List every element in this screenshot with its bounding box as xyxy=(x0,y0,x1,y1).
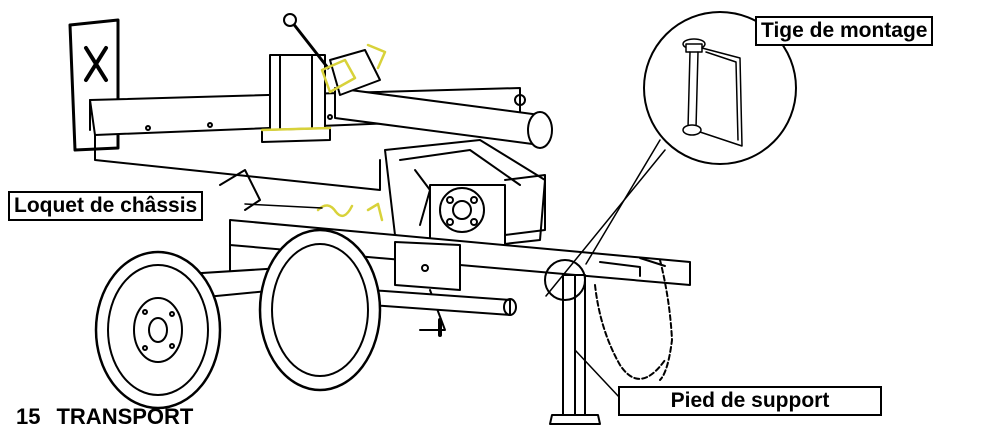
mounting-rod-pin-icon xyxy=(682,38,743,147)
hydraulic-cylinder xyxy=(334,87,553,149)
front-wheel xyxy=(94,250,222,410)
wheel-icon xyxy=(258,228,382,392)
callout-mounting-rod: Tige de montage xyxy=(755,16,934,46)
engine xyxy=(384,139,546,251)
chain-icon xyxy=(594,257,673,381)
support-foot-leg xyxy=(544,259,601,425)
valve-highlight xyxy=(260,43,387,132)
caption-title: TRANSPORT xyxy=(56,404,194,428)
frame-latch-highlight xyxy=(316,202,384,222)
caption-number: 15 xyxy=(16,404,41,428)
magnifier-circle xyxy=(643,11,797,165)
callout-support-foot: Pied de support xyxy=(618,386,882,416)
leader-lines xyxy=(244,139,666,399)
callout-frame-latch: Loquet de châssis xyxy=(8,191,204,221)
figure-caption: 15 TRANSPORT xyxy=(16,404,193,428)
